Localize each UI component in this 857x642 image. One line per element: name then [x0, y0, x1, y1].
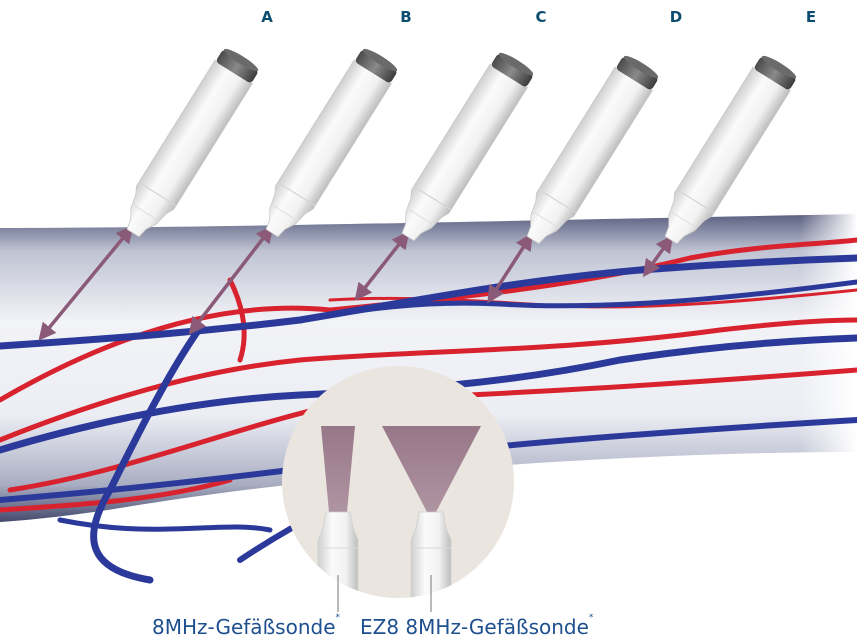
probe-c [389, 49, 537, 249]
beam-comparison-inset [282, 366, 514, 620]
caption-left-text: 8MHz-Gefäßsonde [152, 615, 336, 639]
probe-label-c: C [531, 8, 551, 26]
probe-label-b: B [396, 8, 416, 26]
caption-right: EZ8 8MHz-Gefäßsonde* [360, 615, 593, 639]
probe-label-e: E [801, 8, 821, 26]
probe-a [114, 45, 262, 245]
caption-left: 8MHz-Gefäßsonde* [152, 615, 340, 639]
caption-left-footnote: * [336, 613, 341, 623]
caption-right-footnote: * [589, 613, 594, 623]
caption-right-text: EZ8 8MHz-Gefäßsonde [360, 615, 589, 639]
probe-label-d: D [666, 8, 686, 26]
probe-label-a: A [257, 8, 277, 26]
probe-b [253, 45, 401, 245]
